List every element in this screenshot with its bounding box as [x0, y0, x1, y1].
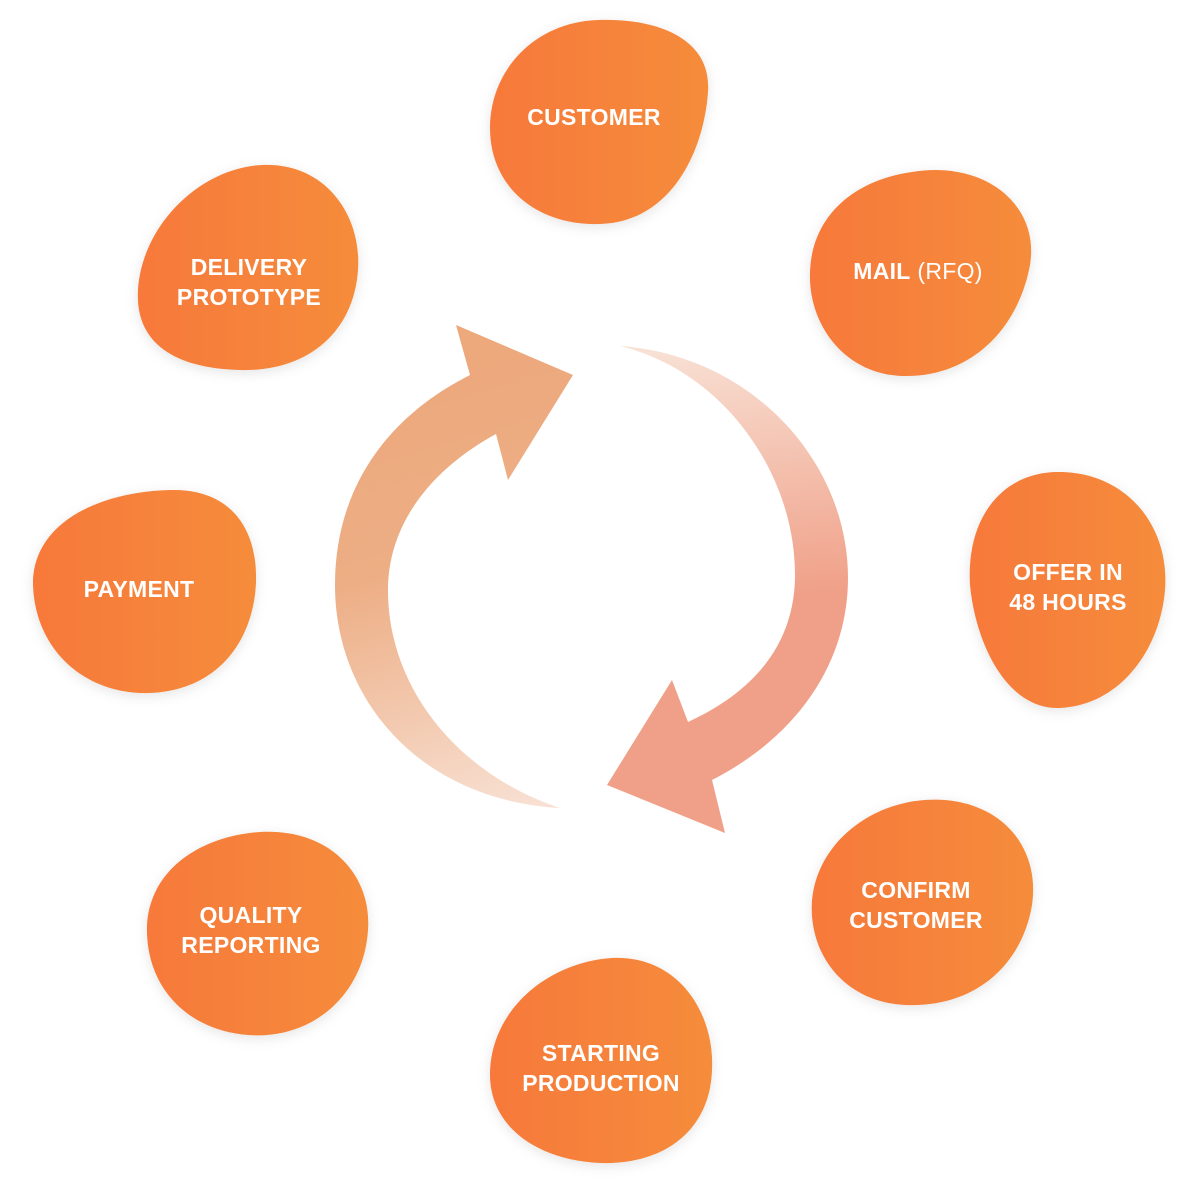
step-label-line: PROTOTYPE	[177, 284, 321, 310]
step-blob-mail	[809, 170, 1032, 377]
step-label-line: DELIVERY	[191, 254, 308, 280]
step-label-line: REPORTING	[181, 932, 320, 958]
step-label-confirm: CONFIRM CUSTOMER	[849, 877, 983, 933]
step-label-line: PAYMENT	[84, 576, 195, 602]
step-label-quality: QUALITY REPORTING	[181, 902, 320, 958]
step-blob-starting	[490, 957, 713, 1164]
step-node-starting: STARTING PRODUCTION	[490, 957, 713, 1164]
step-label-delivery: DELIVERY PROTOTYPE	[177, 254, 321, 310]
step-node-confirm: CONFIRM CUSTOMER	[811, 799, 1034, 1006]
step-label-offer: OFFER IN 48 HOURS	[1009, 559, 1126, 615]
step-label-customer: CUSTOMER	[527, 104, 661, 130]
cycle-arrow-right	[607, 346, 848, 833]
step-blob-confirm	[811, 799, 1034, 1006]
step-node-delivery: DELIVERY PROTOTYPE	[137, 164, 359, 371]
step-label-payment: PAYMENT	[84, 576, 195, 602]
step-blob-payment	[32, 489, 257, 694]
step-node-quality: QUALITY REPORTING	[146, 831, 369, 1036]
step-blob-delivery	[137, 164, 359, 371]
step-label-line: QUALITY	[199, 902, 302, 928]
step-blob-customer	[490, 19, 709, 225]
step-node-offer: OFFER IN 48 HOURS	[969, 471, 1166, 709]
step-label-starting: STARTING PRODUCTION	[522, 1040, 680, 1096]
step-blob-quality	[146, 831, 369, 1036]
step-label-mail: MAIL (RFQ)	[853, 258, 982, 284]
cycle-arrow-left	[335, 325, 573, 808]
step-label-line: CONFIRM	[861, 877, 970, 903]
step-label-suffix: (RFQ)	[911, 258, 983, 284]
circular-refresh-arrows-icon	[335, 325, 848, 833]
step-node-payment: PAYMENT	[32, 489, 257, 694]
step-label-line: MAIL	[853, 258, 910, 284]
step-label-line: CUSTOMER	[849, 907, 983, 933]
step-label-line: STARTING	[542, 1040, 660, 1066]
step-blob-offer	[969, 471, 1166, 709]
step-node-mail: MAIL (RFQ)	[809, 170, 1032, 377]
step-label-line: PRODUCTION	[522, 1070, 680, 1096]
step-label-line: CUSTOMER	[527, 104, 661, 130]
step-label-line: OFFER IN	[1013, 559, 1123, 585]
step-label-line: 48 HOURS	[1009, 589, 1126, 615]
step-node-customer: CUSTOMER	[490, 19, 709, 225]
